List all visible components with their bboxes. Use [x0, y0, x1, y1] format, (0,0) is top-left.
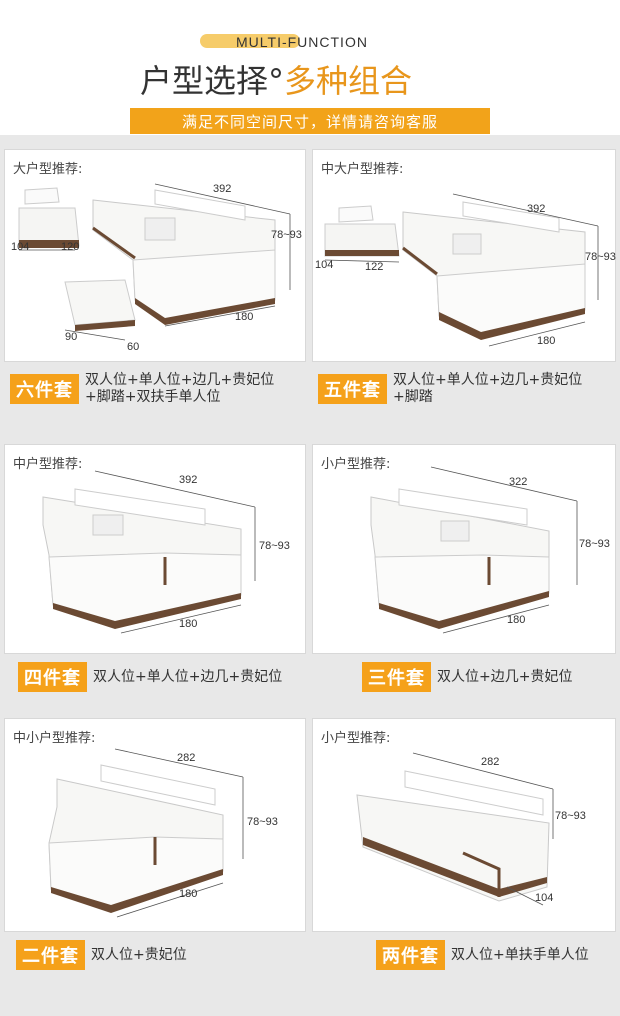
set-label: 六件套 [10, 374, 79, 404]
set-desc-line-1: 双人位+贵妃位 [91, 946, 187, 963]
card-title: 小户型推荐: [321, 731, 391, 746]
sofa-illustration: 282 78~93 180 [48, 748, 278, 918]
set-label: 四件套 [18, 662, 87, 692]
dim-height: 78~93 [259, 540, 290, 552]
dimension-lines [94, 470, 256, 634]
sectional-sofa-shape [92, 189, 276, 325]
sectional-sofa-shape [42, 488, 242, 629]
set-desc-line-1: 双人位+单人位+边几+贵妃位 [393, 372, 583, 388]
sofa-illustration: 392 78~93 180 104 122 [315, 193, 616, 347]
dim-height: 78~93 [585, 251, 616, 263]
set-description: 双人位+单人位+边几+贵妃位 +脚踏 [393, 372, 582, 406]
dim-chair-width: 120 [61, 241, 79, 253]
dim-depth: 180 [235, 311, 253, 323]
dim-height: 78~93 [247, 816, 278, 828]
dim-chair-depth: 104 [11, 241, 29, 253]
dim-height: 78~93 [271, 229, 302, 241]
header: MULTI-FUNCTION 户型选择°多种组合 满足不同空间尺寸，详情请咨询客… [0, 0, 620, 135]
dim-chair-width: 122 [365, 261, 383, 273]
set-description: 双人位+贵妃位 [91, 947, 187, 964]
set-label: 五件套 [318, 374, 387, 404]
set-desc-line-2: +脚踏+双扶手单人位 [85, 389, 221, 405]
dimension-lines [430, 466, 578, 634]
set-desc-line-1: 双人位+单扶手单人位 [451, 946, 589, 963]
card-title: 中小户型推荐: [13, 731, 96, 746]
armchair-shape [18, 187, 80, 248]
dim-depth: 104 [535, 892, 553, 904]
card-title: 中大户型推荐: [321, 162, 404, 177]
dim-depth: 180 [179, 618, 197, 630]
page-title: 户型选择°多种组合 [140, 56, 412, 102]
dim-stool-depth: 90 [65, 331, 77, 343]
sofa-illustration: 322 78~93 180 [370, 466, 610, 634]
dim-width: 392 [527, 203, 545, 215]
set-desc-line-2: +脚踏 [393, 389, 433, 405]
sofa-shape [356, 770, 550, 902]
dimension-lines [412, 752, 554, 906]
sectional-sofa-shape [48, 764, 224, 913]
set-description: 双人位+边几+贵妃位 [437, 669, 572, 686]
set-desc-line-1: 双人位+单人位+边几+贵妃位 [85, 372, 275, 388]
dim-width: 322 [509, 476, 527, 488]
dim-height: 78~93 [579, 538, 610, 550]
set-label: 二件套 [16, 940, 85, 970]
dim-width: 392 [179, 474, 197, 486]
layout-card-small-two: 小户型推荐: 282 78~93 104 [312, 718, 616, 932]
dimension-lines [324, 193, 599, 347]
layout-card-medium: 中户型推荐: 392 78~93 180 [4, 444, 306, 654]
sofa-illustration: 392 78~93 180 104 120 90 60 [11, 183, 302, 353]
dim-width: 392 [213, 183, 231, 195]
dim-height: 78~93 [555, 810, 586, 822]
card-title: 中户型推荐: [13, 457, 83, 472]
set-description: 双人位+单人位+边几+贵妃位 +脚踏+双扶手单人位 [85, 372, 274, 406]
sofa-illustration: 392 78~93 180 [42, 470, 290, 634]
dim-stool-width: 60 [127, 341, 139, 353]
sectional-sofa-shape [402, 201, 586, 340]
layout-card-mid-large: 中大户型推荐: 392 78~93 180 104 122 [312, 149, 616, 362]
set-label: 三件套 [362, 662, 431, 692]
dim-depth: 180 [537, 335, 555, 347]
layout-card-large: 大户型推荐: 392 78~93 1 [4, 149, 306, 362]
set-bar: 三件套 双人位+边几+贵妃位 [362, 662, 572, 692]
layout-card-mid-small: 中小户型推荐: 282 78~93 180 [4, 718, 306, 932]
set-bar: 六件套 双人位+单人位+边几+贵妃位 +脚踏+双扶手单人位 [10, 372, 274, 406]
set-bar: 二件套 双人位+贵妃位 [16, 940, 187, 970]
badge-pill [200, 34, 300, 48]
set-label: 两件套 [376, 940, 445, 970]
dim-depth: 180 [507, 614, 525, 626]
dim-width: 282 [177, 752, 195, 764]
title-accent: 多种组合 [284, 62, 413, 100]
layout-card-small: 小户型推荐: 322 78~93 180 [312, 444, 616, 654]
set-bar: 四件套 双人位+单人位+边几+贵妃位 [18, 662, 282, 692]
dimension-lines [114, 748, 244, 918]
ottoman-shape [64, 279, 136, 331]
title-main: 户型选择 [140, 62, 269, 100]
badge-text: MULTI-FUNCTION [236, 34, 368, 50]
dim-width: 282 [481, 756, 499, 768]
set-desc-line-1: 双人位+单人位+边几+贵妃位 [93, 668, 283, 685]
set-description: 双人位+单扶手单人位 [451, 947, 589, 964]
set-bar: 两件套 双人位+单扶手单人位 [376, 940, 589, 970]
dim-depth: 180 [179, 888, 197, 900]
armchair-shape [324, 205, 400, 257]
title-degree: ° [268, 62, 285, 100]
dimension-lines [19, 183, 291, 341]
subtitle-bar [130, 108, 490, 134]
card-title: 大户型推荐: [13, 162, 83, 177]
set-desc-line-1: 双人位+边几+贵妃位 [437, 668, 573, 685]
dim-chair-depth: 104 [315, 259, 333, 271]
sofa-illustration: 282 78~93 104 [356, 752, 586, 906]
subtitle: 满足不同空间尺寸，详情请咨询客服 [181, 113, 438, 131]
sectional-sofa-shape [370, 488, 550, 629]
card-title: 小户型推荐: [321, 457, 391, 472]
set-bar: 五件套 双人位+单人位+边几+贵妃位 +脚踏 [318, 372, 582, 406]
set-description: 双人位+单人位+边几+贵妃位 [93, 669, 282, 686]
